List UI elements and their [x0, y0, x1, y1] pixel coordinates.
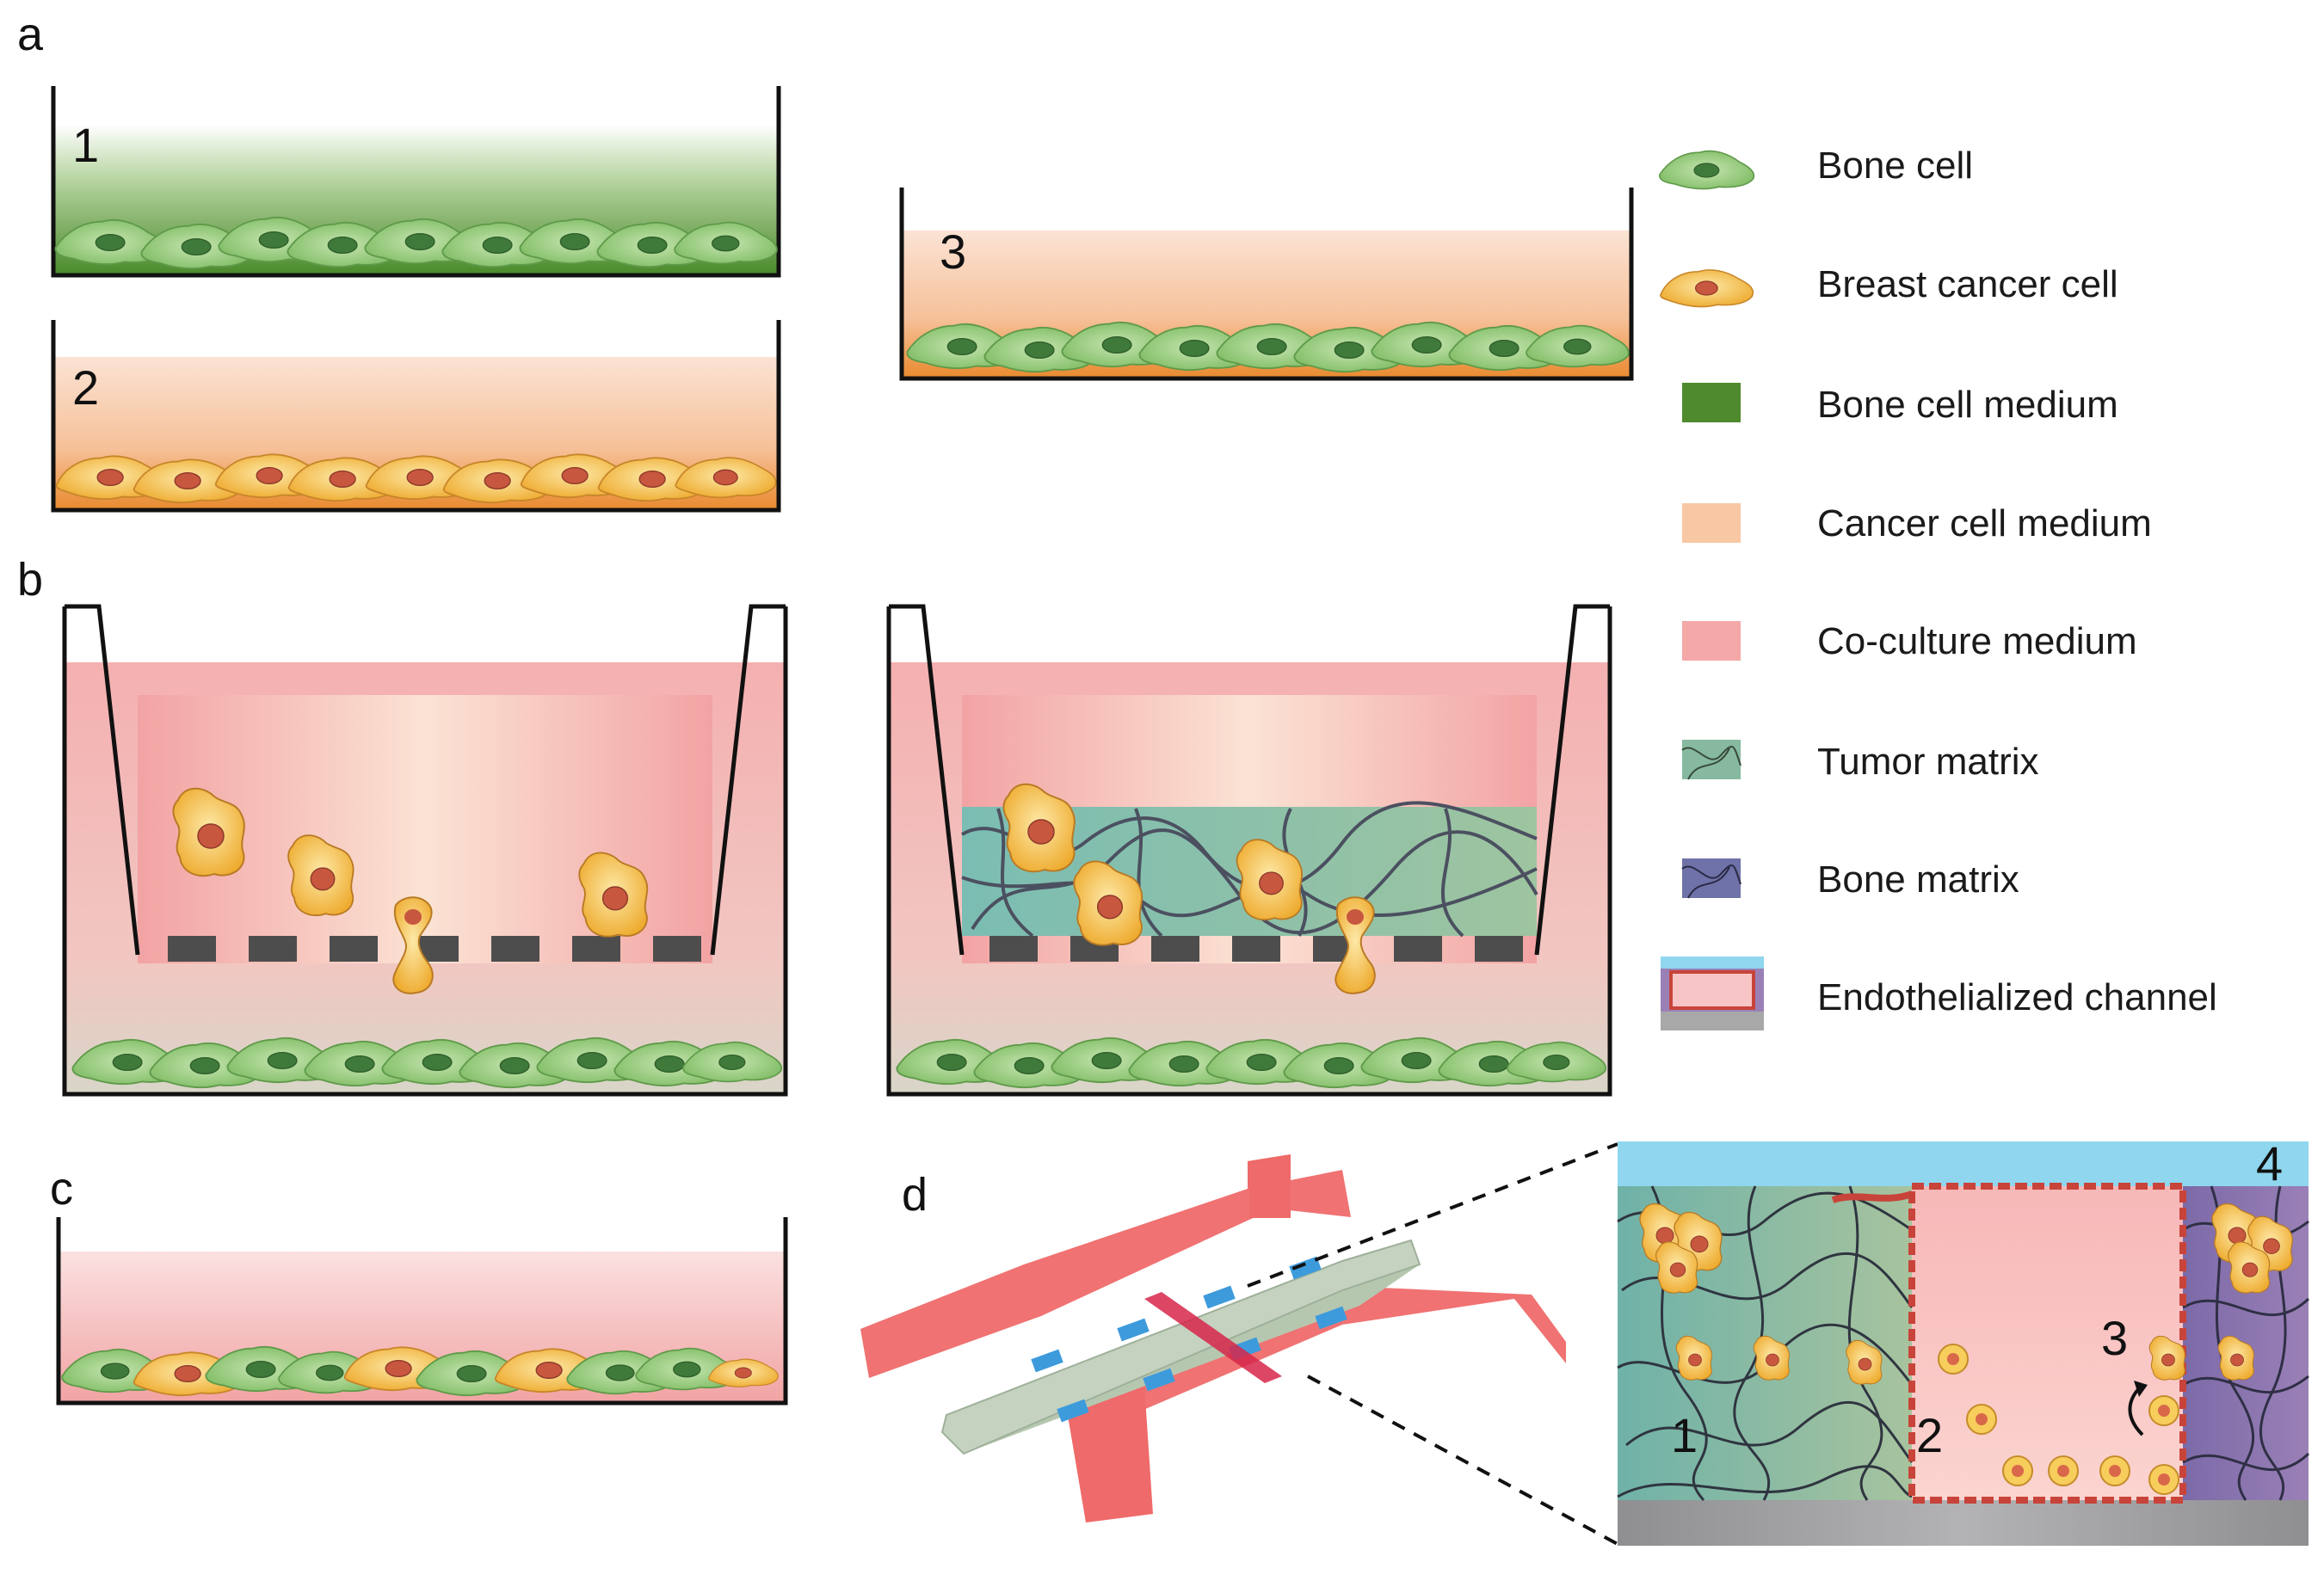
svg-text:Tumor matrix: Tumor matrix [1817, 741, 2039, 783]
well-2-number: 2 [72, 360, 99, 415]
bone-cell-swatch [1658, 150, 1755, 190]
well-1-number: 1 [72, 118, 99, 172]
svg-text:Breast cancer cell: Breast cancer cell [1817, 263, 2118, 305]
bone-cell-medium-swatch [1682, 383, 1741, 422]
legend-item-tumor-matrix: Tumor matrix [1681, 740, 2039, 783]
svg-text:Bone cell medium: Bone cell medium [1817, 384, 2118, 426]
transwell-left [62, 604, 788, 1097]
svg-text:Endothelialized channel: Endothelialized channel [1817, 976, 2217, 1018]
svg-text:Bone cell: Bone cell [1817, 145, 1973, 187]
panel-a-letter: a [17, 9, 44, 60]
cancer-cell-swatch [1660, 269, 1754, 308]
legend-item-bone-cell: Bone cell [1658, 145, 1973, 190]
panel-d-letter: d [902, 1169, 928, 1221]
panel-b-letter: b [17, 554, 43, 606]
channel-inset: 1 2 3 4 [1617, 1136, 2310, 1546]
inset-number-2: 2 [1916, 1408, 1943, 1462]
transwell-right [886, 604, 1612, 1097]
legend-item-co-culture-medium: Co-culture medium [1682, 620, 2137, 662]
well-1: 1 [51, 86, 781, 278]
legend-item-bone-cell-medium: Bone cell medium [1682, 383, 2118, 426]
svg-text:Bone matrix: Bone matrix [1817, 858, 2019, 901]
legend-item-cancer-cell-medium: Cancer cell medium [1682, 502, 2152, 544]
panel-c-letter: c [50, 1163, 73, 1215]
svg-text:Co-culture medium: Co-culture medium [1817, 620, 2137, 662]
coculture-well [56, 1217, 788, 1406]
zoom-lines [1247, 1142, 1618, 1546]
inset-number-3: 3 [2101, 1311, 2128, 1365]
legend-item-endothelialized-channel: Endothelialized channel [1661, 957, 2217, 1030]
legend-item-bone-matrix: Bone matrix [1681, 858, 2019, 901]
well-2: 2 [51, 320, 781, 513]
co-culture-medium-swatch [1682, 621, 1741, 661]
inset-number-4: 4 [2256, 1136, 2283, 1190]
well-3-number: 3 [940, 225, 966, 279]
legend-item-breast-cancer-cell: Breast cancer cell [1660, 263, 2118, 308]
cancer-cell-medium-swatch [1682, 503, 1741, 543]
microfluidic-device [860, 1154, 1566, 1523]
svg-text:Cancer cell medium: Cancer cell medium [1817, 502, 2152, 544]
endothelialized-channel-swatch [1661, 957, 1764, 1030]
well-3: 3 [899, 188, 1634, 381]
legend: Bone cell Breast cancer cell Bone cell m… [1658, 145, 2217, 1030]
inset-number-1: 1 [1671, 1408, 1698, 1462]
